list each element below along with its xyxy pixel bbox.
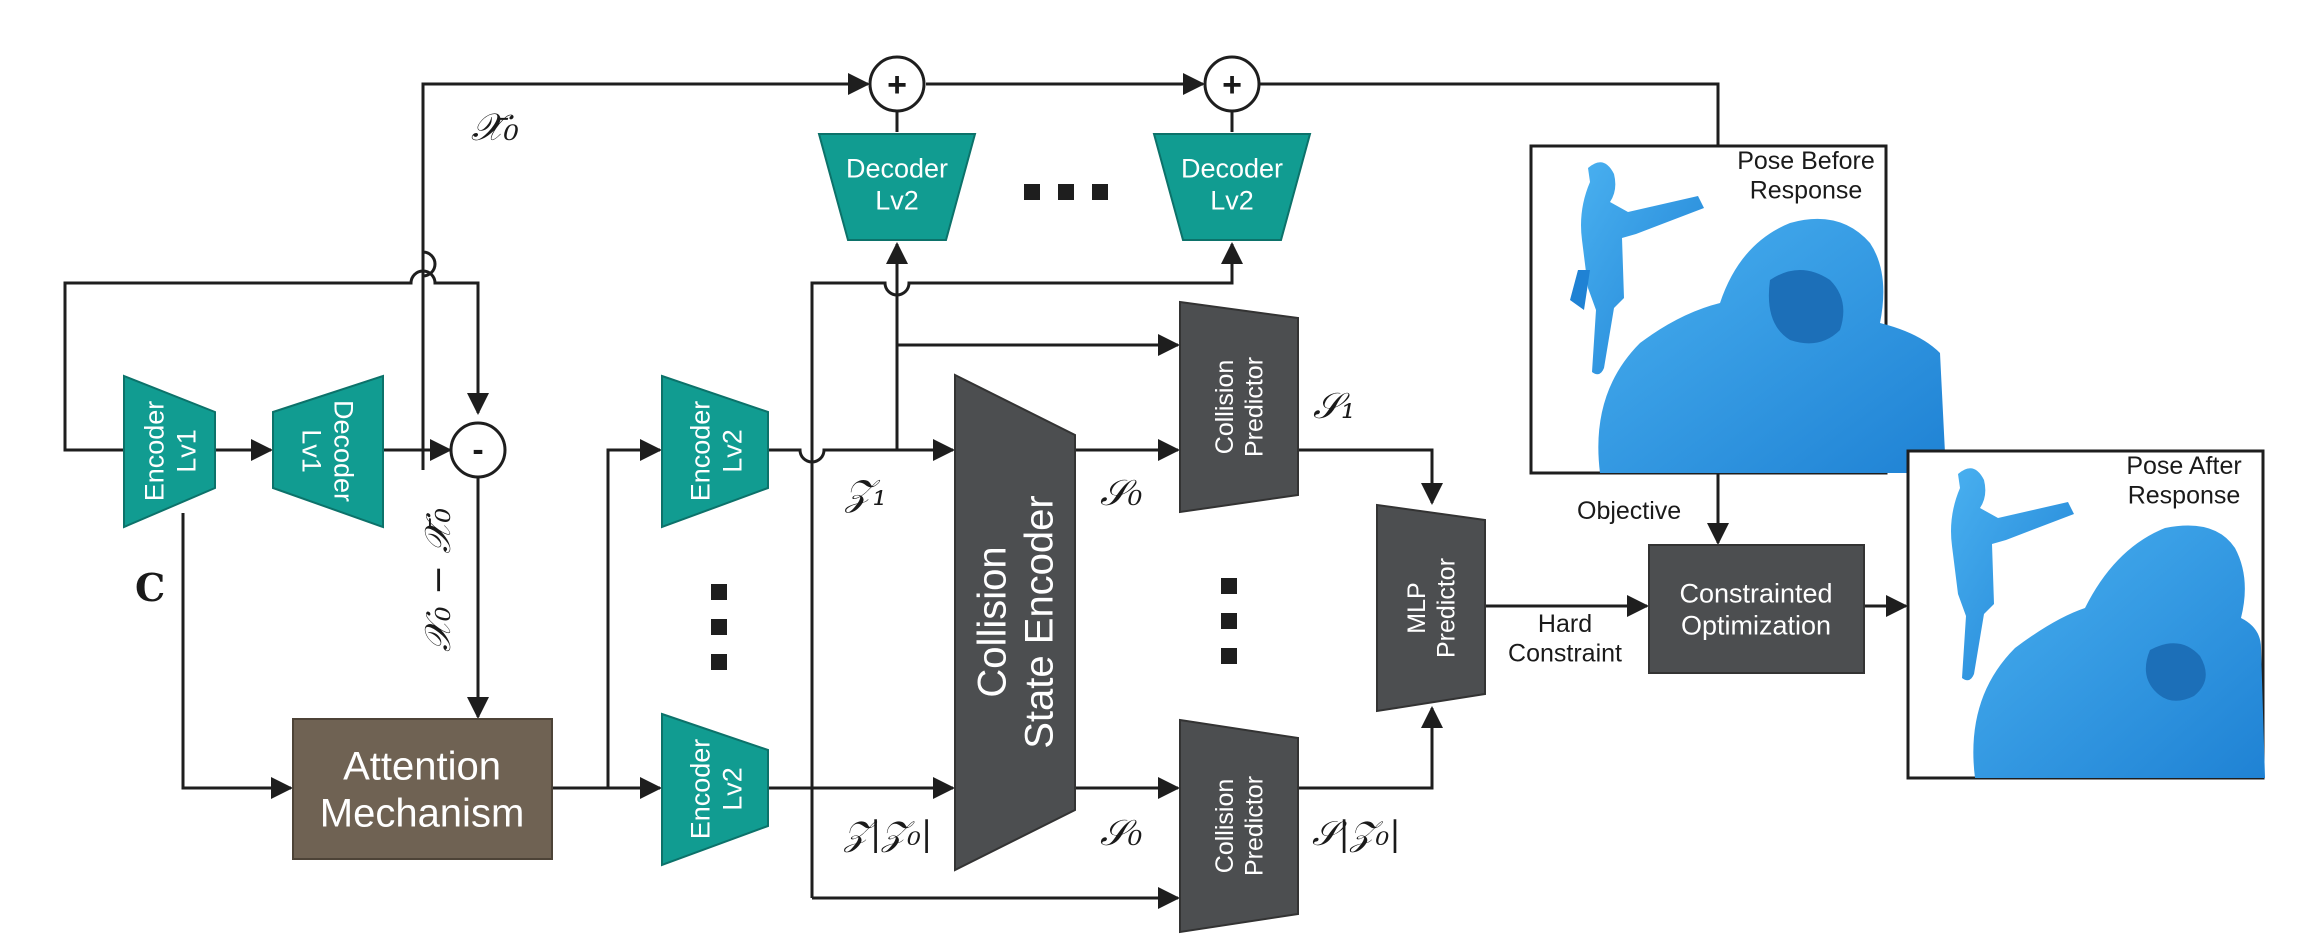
symbol-x0-minus-x0bar: 𝒳₀ − 𝒳̄₀ [418,508,459,652]
plus-symbol: + [887,66,907,104]
collision-predictor-label: CollisionPredictor [1211,776,1269,876]
collision-state-encoder-label: CollisionState Encoder [970,495,1061,749]
plus-symbol: + [1222,66,1242,104]
encoder-lv2-label: EncoderLv2 [686,401,748,502]
wire-x0bar-to-plus1 [421,84,868,470]
wire-cp-top-to-mlp [1298,448,1443,505]
decoder-lv1-label: DecoderLv1 [297,400,359,502]
human-figure-before [1570,162,1946,473]
encoder-lv2-block-bottom: EncoderLv2 [661,712,769,867]
plus-operator-1: + [868,55,926,113]
symbol-s-last: 𝒮|𝒵₀| [1312,814,1401,854]
collision-predictor-label: CollisionPredictor [1211,357,1269,457]
wire-enc2-top-to-cse [768,439,955,464]
symbol-s0-bottom: 𝒮₀ [1100,813,1142,854]
ellipsis-vertical-right [1221,578,1237,664]
mlp-predictor-block: MLPPredictor [1376,503,1486,713]
wire-feedback-loop [63,269,489,452]
human-figure-after [1951,468,2265,778]
encoder-lv2-block-top: EncoderLv2 [661,374,769,529]
minus-symbol: - [472,431,483,469]
wire-plus2-to-image [1260,82,1720,146]
symbol-c: C [135,565,165,610]
wire-c-to-attention [181,513,293,799]
connection-wires [63,82,1908,909]
encoder-lv1-label: EncoderLv1 [140,401,202,502]
mlp-predictor-label: MLPPredictor [1403,558,1461,658]
symbol-z1: 𝒵₁ [844,473,887,514]
wire-attention-branch-up [606,439,662,788]
symbol-s1: 𝒮₁ [1313,386,1355,427]
minus-operator: - [449,421,507,479]
wire-z-last-to-decoder-b [810,242,1243,898]
collision-predictor-block-bottom: CollisionPredictor [1179,718,1299,934]
collision-state-encoder-block: CollisionState Encoder [954,373,1076,872]
objective-label: Objective [1577,497,1681,525]
ellipsis-vertical-left [711,584,727,670]
encoder-lv2-label: EncoderLv2 [686,739,748,840]
decoder-lv1-block: DecoderLv1 [272,374,384,529]
symbol-s0-top: 𝒮₀ [1100,473,1142,514]
encoder-lv1-block: EncoderLv1 [123,374,216,529]
symbol-z-last: 𝒵|𝒵₀| [843,814,932,854]
plus-operator-2: + [1203,55,1261,113]
symbol-x0-bar: 𝒳̄₀ [471,105,519,149]
wire-cp-bottom-to-mlp [1298,706,1443,790]
ellipsis-horizontal [1024,184,1108,200]
collision-predictor-block-top: CollisionPredictor [1179,300,1299,514]
